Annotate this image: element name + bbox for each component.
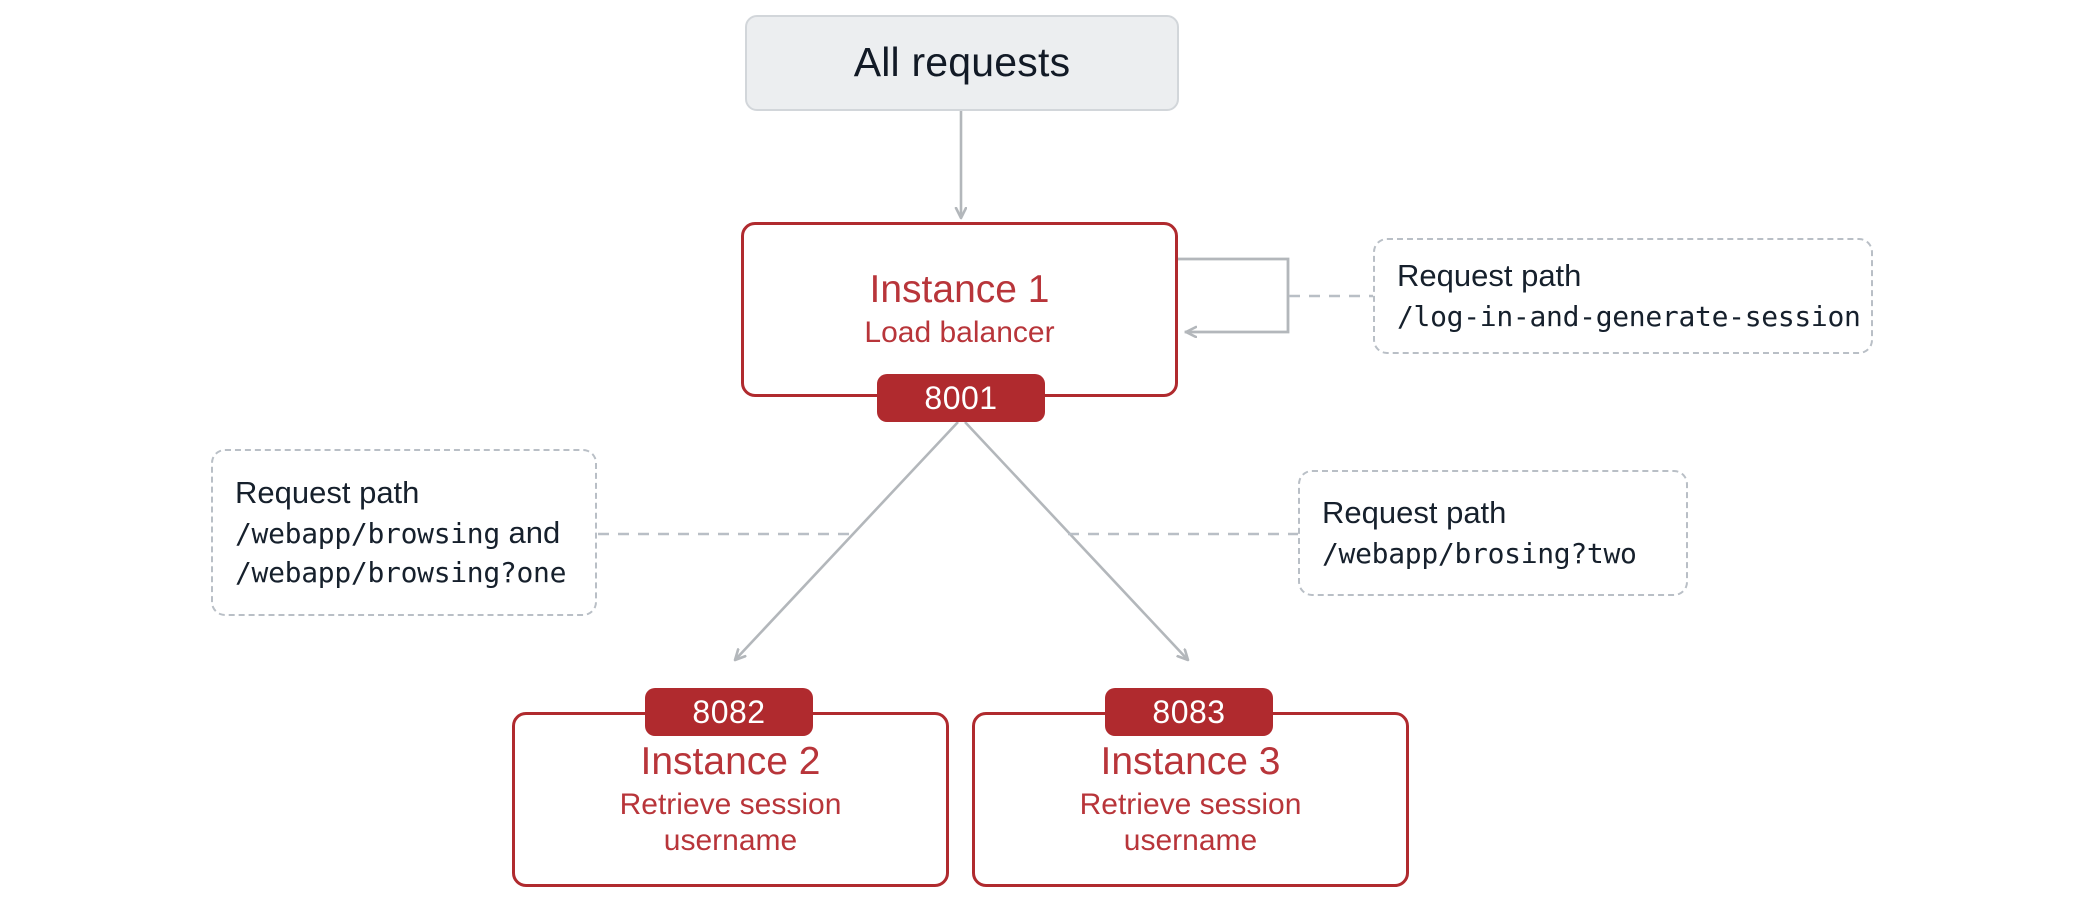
callout-instance-2-path-1-value: /webapp/browsing bbox=[235, 516, 500, 550]
callout-loopback: Request path /log-in-and-generate-sessio… bbox=[1373, 238, 1873, 354]
node-instance-1-subtitle: Load balancer bbox=[864, 315, 1055, 349]
node-instance-3-title: Instance 3 bbox=[1100, 740, 1281, 784]
port-badge-8083-label: 8083 bbox=[1152, 694, 1226, 730]
port-badge-8001-label: 8001 bbox=[924, 380, 998, 416]
callout-loopback-heading: Request path bbox=[1397, 258, 1582, 294]
arrow-instance1-to-instance3 bbox=[964, 421, 1188, 660]
node-instance-3-subtitle-line-2: username bbox=[1123, 823, 1258, 857]
callout-instance-2-path-2: /webapp/browsing?one bbox=[235, 552, 573, 592]
node-instance-2-subtitle-line-1: Retrieve session bbox=[619, 787, 842, 821]
port-badge-8001[interactable]: 8001 bbox=[877, 374, 1045, 422]
callout-instance-3-heading: Request path bbox=[1322, 495, 1507, 531]
node-all-requests-label: All requests bbox=[853, 39, 1071, 86]
node-instance-3-subtitle: Retrieve session username bbox=[1080, 787, 1302, 859]
callout-instance-3-path: /webapp/brosing?two bbox=[1322, 533, 1664, 573]
node-instance-2-subtitle-line-2: username bbox=[663, 823, 798, 857]
callout-instance-2-conjunction: and bbox=[499, 514, 561, 550]
node-instance-3-subtitle-line-1: Retrieve session bbox=[1079, 787, 1302, 821]
port-badge-8082[interactable]: 8082 bbox=[645, 688, 813, 736]
callout-instance-2: Request path /webapp/browsing and /webap… bbox=[211, 449, 597, 616]
port-badge-8083[interactable]: 8083 bbox=[1105, 688, 1273, 736]
callout-instance-2-path-1: /webapp/browsing and bbox=[235, 513, 573, 553]
port-badge-8082-label: 8082 bbox=[692, 694, 766, 730]
node-all-requests[interactable]: All requests bbox=[745, 15, 1179, 111]
callout-instance-2-path-2-value: /webapp/browsing?one bbox=[235, 556, 567, 590]
callout-instance-3: Request path /webapp/brosing?two bbox=[1298, 470, 1688, 596]
node-instance-2[interactable]: Instance 2 Retrieve session username bbox=[512, 712, 949, 887]
node-instance-2-title: Instance 2 bbox=[640, 740, 821, 784]
callout-instance-3-path-value: /webapp/brosing?two bbox=[1322, 537, 1637, 570]
callout-loopback-path: /log-in-and-generate-session bbox=[1397, 296, 1861, 336]
callout-loopback-path-value: /log-in-and-generate-session bbox=[1397, 300, 1861, 333]
node-instance-1-title: Instance 1 bbox=[869, 268, 1050, 312]
node-instance-3[interactable]: Instance 3 Retrieve session username bbox=[972, 712, 1409, 887]
arrow-instance1-to-instance2 bbox=[735, 421, 959, 660]
arrow-instance1-selfloop bbox=[1176, 257, 1290, 332]
node-instance-2-subtitle: Retrieve session username bbox=[620, 787, 842, 859]
callout-instance-2-heading: Request path bbox=[235, 474, 420, 510]
node-instance-1[interactable]: Instance 1 Load balancer bbox=[741, 222, 1178, 397]
